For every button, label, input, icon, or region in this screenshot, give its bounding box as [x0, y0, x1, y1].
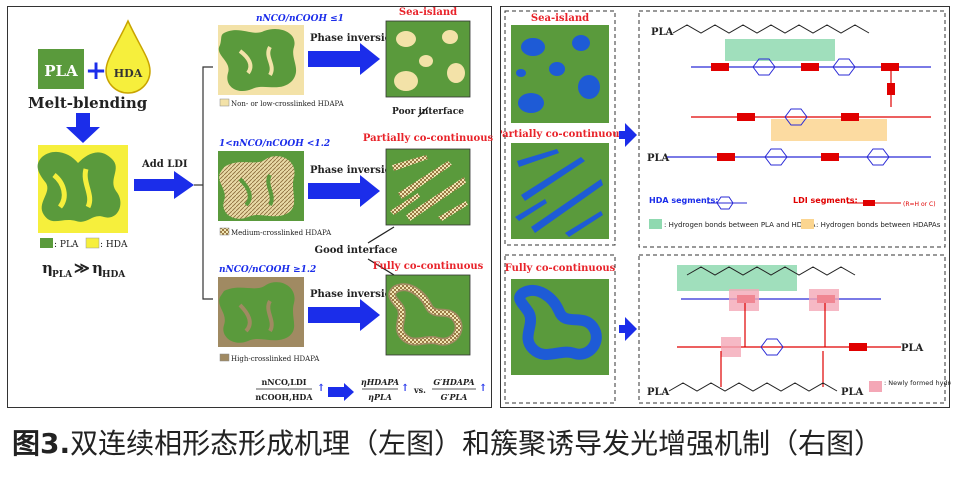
- hb-pink-swatch: [869, 381, 882, 392]
- right-mechanism-diagram: Sea-island Partially co-continuous Fully…: [495, 10, 958, 404]
- right-sea-island-square: [511, 25, 609, 123]
- high-crosslink-label: High-crosslinked HDAPA: [231, 355, 320, 363]
- sea-island-square: [385, 20, 471, 98]
- hda-segments-label: HDA segments:: [649, 196, 718, 205]
- pla-label-3: PLA: [901, 343, 924, 354]
- right-full-square: [511, 279, 609, 375]
- caption-text: 双连续相形态形成机理（左图）和簇聚诱导发光增强机制（右图）: [70, 427, 883, 460]
- pla-label-4: PLA: [647, 387, 670, 398]
- melt-blending-label: Melt-blending: [28, 94, 148, 112]
- ldi-segments-label: LDI segments:: [793, 196, 858, 205]
- legend-pla-swatch: [40, 238, 53, 248]
- top-chemistry-group: [638, 10, 946, 248]
- phase-arrow-2-icon: [308, 175, 380, 207]
- phase-arrow-1-icon: [308, 43, 380, 75]
- legend-pla-label: : PLA: [54, 240, 79, 250]
- svg-text:PLA: PLA: [52, 270, 73, 280]
- svg-text:HDA: HDA: [102, 270, 126, 280]
- hb-hdapas-label: : Hydrogen bonds between HDAPAs: [816, 221, 941, 229]
- svg-text:vs.: vs.: [413, 385, 426, 395]
- right-morph-full: Fully co-continuous: [505, 263, 616, 274]
- svg-text:↑: ↑: [401, 383, 409, 394]
- morph-full: Fully co-continuous: [373, 261, 484, 272]
- hb-pla-hdapa-label: : Hydrogen bonds between PLA and HDAPA: [664, 221, 816, 229]
- poor-interface-label: Poor interface: [392, 107, 464, 117]
- phase-inversion-1: Phase inversion: [310, 33, 399, 44]
- partial-square: [385, 148, 471, 226]
- svg-text:ηPLA: ηPLA: [368, 392, 392, 402]
- add-ldi-label: Add LDI: [141, 159, 188, 170]
- full-cocontinuous-square: [385, 274, 471, 356]
- top-morphology-group: [504, 10, 616, 246]
- ldi-r-label: (R=H or C): [903, 201, 936, 208]
- bottom-chemistry-structure: PLA PLA PLA: [647, 265, 924, 398]
- phase-arrow-3-icon: [308, 299, 380, 331]
- phase-inversion-3: Phase inversion: [310, 289, 399, 300]
- svg-text:PLA: PLA: [44, 62, 78, 80]
- morph-partial: Partially co-continuous: [363, 133, 493, 144]
- legend-hda-swatch: [85, 237, 100, 249]
- svg-text:↑: ↑: [317, 383, 325, 394]
- left-mechanism-diagram: PLA + HDA Melt-blending : PLA : HDA η PL…: [28, 7, 493, 402]
- down-arrow-icon: [66, 113, 100, 143]
- branch-bracket: [202, 66, 213, 300]
- mid-crosslink-label: Medium-crosslinked HDAPA: [231, 229, 332, 237]
- low-crosslink-label: Non- or low-crosslinked HDAPA: [231, 100, 345, 108]
- left-panel-mechanism: PLA + HDA Melt-blending : PLA : HDA η PL…: [7, 6, 493, 408]
- hb-new-label: : Newly formed hydrogen bonds: [884, 379, 951, 387]
- right-morph-sea-island: Sea-island: [531, 13, 589, 24]
- pla-label-1: PLA: [651, 27, 674, 38]
- pla-box: PLA: [38, 49, 84, 89]
- right-partial-square: [511, 143, 609, 239]
- relation-equation: nNCO,LDI nCOOH,HDA ↑ ηHDAPA ηPLA ↑ vs. G…: [255, 377, 487, 402]
- phase-inversion-2: Phase inversion: [310, 165, 399, 176]
- legend-hda-label: : HDA: [100, 240, 128, 250]
- svg-text:G′HDAPA: G′HDAPA: [433, 377, 474, 387]
- bottom-chemistry-group: [638, 254, 946, 404]
- right-arrow-bottom-icon: [619, 317, 637, 341]
- right-morph-partial: Partially co-continuous: [501, 129, 625, 140]
- figure-caption: 图3. 双连续相形态形成机理（左图）和簇聚诱导发光增强机制（右图）: [0, 412, 958, 472]
- svg-text:nNCO,LDI: nNCO,LDI: [261, 377, 306, 387]
- condition-high: nNCO/nCOOH ≥1.2: [219, 265, 316, 275]
- right-arrow-top-icon: [619, 123, 637, 147]
- add-ldi-arrow-icon: [134, 171, 194, 199]
- morph-sea-island: Sea-island: [399, 7, 457, 18]
- viscosity-relation: η PLA ≫ η HDA: [42, 259, 126, 280]
- svg-text:ηHDAPA: ηHDAPA: [361, 377, 399, 387]
- svg-text:G′PLA: G′PLA: [441, 392, 468, 402]
- low-crosslink-square: [218, 25, 304, 95]
- hda-drop: HDA: [105, 19, 151, 94]
- plus-sign: +: [85, 56, 107, 86]
- high-crosslink-square: [218, 277, 304, 347]
- svg-text:≫: ≫: [74, 259, 90, 277]
- blend-square: [37, 145, 128, 233]
- svg-text:HDA: HDA: [114, 67, 143, 80]
- pla-label-2: PLA: [647, 153, 670, 164]
- condition-mid: 1<nNCO/nCOOH <1.2: [219, 139, 330, 149]
- hb-green-swatch: [649, 219, 662, 229]
- mid-crosslink-square: [218, 151, 304, 221]
- condition-low: nNCO/nCOOH ≤1: [256, 14, 344, 24]
- svg-text:↑: ↑: [479, 383, 487, 394]
- good-interface-label: Good interface: [315, 245, 398, 256]
- svg-text:nCOOH,HDA: nCOOH,HDA: [255, 392, 313, 402]
- figure-number: 图3.: [12, 427, 71, 460]
- svg-text:η: η: [42, 259, 53, 277]
- right-panel-mechanism: Sea-island Partially co-continuous Fully…: [495, 6, 958, 408]
- top-chemistry-structure: PLA PLA: [647, 24, 931, 166]
- pla-label-5: PLA: [841, 387, 864, 398]
- hb-orange-swatch: [801, 219, 814, 229]
- bottom-morphology-group: [504, 254, 616, 404]
- svg-text:η: η: [92, 259, 103, 277]
